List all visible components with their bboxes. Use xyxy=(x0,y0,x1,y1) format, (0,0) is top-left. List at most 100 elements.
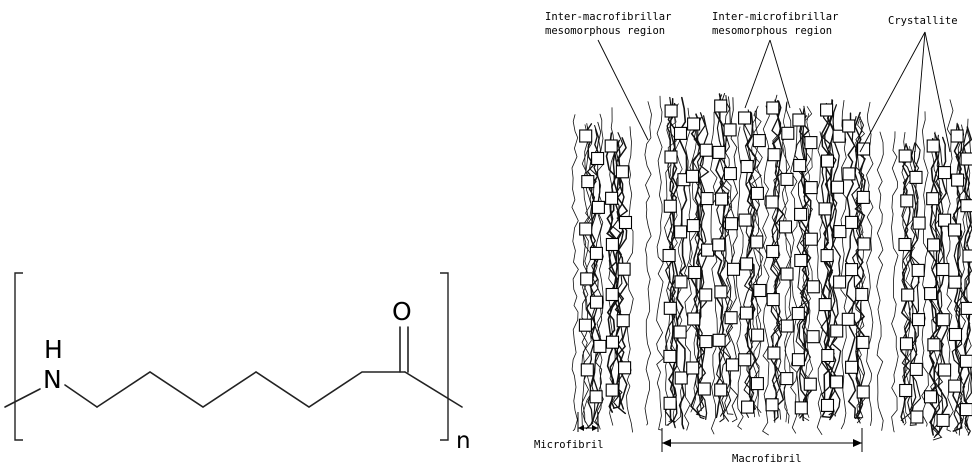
fibril-strand xyxy=(753,105,764,417)
crystallite xyxy=(820,103,834,117)
crystallite xyxy=(739,306,753,320)
crystallite xyxy=(738,353,752,367)
crystallite xyxy=(959,354,972,368)
crystallite xyxy=(793,158,807,173)
crystallite xyxy=(845,360,859,374)
crystallite xyxy=(685,169,700,183)
fibril-strand xyxy=(644,101,652,426)
fibril-strand xyxy=(840,100,848,430)
fibril-strand xyxy=(710,111,718,435)
crystallite xyxy=(804,181,818,195)
crystallite xyxy=(820,398,835,412)
bond-n-c1 xyxy=(64,384,98,408)
crystallite xyxy=(780,319,794,333)
crystallite xyxy=(687,117,701,131)
pointer-crystallite-c xyxy=(924,31,951,153)
crystallite xyxy=(579,222,593,236)
crystallite xyxy=(842,167,856,181)
crystallite xyxy=(714,285,728,299)
fibril-strand xyxy=(820,103,831,413)
fibril-strand xyxy=(794,108,806,417)
crystallite xyxy=(579,129,593,143)
crystallite xyxy=(898,237,912,252)
crystallite xyxy=(818,298,832,312)
crystallite xyxy=(791,306,805,321)
crystallite xyxy=(663,199,677,213)
fibril-strand xyxy=(891,131,899,433)
fibril-strand xyxy=(781,102,792,423)
crystallite xyxy=(699,335,713,349)
crystallite xyxy=(900,194,914,208)
crystallite xyxy=(726,262,741,276)
crystallite xyxy=(841,312,855,326)
fibril-strand xyxy=(803,113,814,418)
macrofibril-dimension xyxy=(661,428,863,452)
crystallite xyxy=(752,134,766,148)
crystallite xyxy=(738,111,752,125)
crystallite xyxy=(923,390,938,404)
crystallite xyxy=(856,385,870,399)
crystallite xyxy=(830,324,844,338)
crystallite xyxy=(901,288,915,302)
crystallite xyxy=(936,262,950,277)
crystallite xyxy=(580,363,594,377)
crystallite xyxy=(686,219,700,233)
crystallite xyxy=(664,104,678,118)
crystallite xyxy=(821,348,835,363)
crystallite xyxy=(936,313,950,327)
crystallite xyxy=(909,362,923,376)
fibril-strand xyxy=(855,120,866,424)
fibril-strand xyxy=(571,114,579,431)
crystallite xyxy=(962,249,972,263)
fibril-strand xyxy=(937,136,949,435)
fibril-strand xyxy=(736,126,744,430)
crystallite xyxy=(845,215,859,229)
crystallite xyxy=(741,400,755,414)
crystallite xyxy=(591,200,605,214)
crystallite xyxy=(857,237,871,251)
crystallite xyxy=(715,192,729,206)
crystallite xyxy=(766,244,780,259)
crystallite xyxy=(605,237,619,252)
right-bracket xyxy=(440,272,449,441)
crystallite xyxy=(673,325,687,339)
crystallite xyxy=(723,123,737,137)
crystallite xyxy=(750,186,764,200)
label-microfibril: Microfibril xyxy=(534,439,604,451)
crystallite xyxy=(674,275,688,289)
crystallite xyxy=(605,335,620,349)
crystallite xyxy=(830,180,845,194)
crystallite xyxy=(738,213,752,227)
crystallite xyxy=(938,213,952,227)
crystallite xyxy=(948,379,962,393)
crystallite xyxy=(960,301,972,315)
crystallite xyxy=(960,152,972,166)
crystallite xyxy=(948,275,962,289)
crystallite xyxy=(581,175,595,189)
crystallite xyxy=(712,333,726,347)
crystallite xyxy=(663,301,677,315)
crystallite xyxy=(700,192,714,206)
crystallite xyxy=(778,220,793,234)
crystallite xyxy=(589,295,604,309)
crystallite xyxy=(740,159,754,174)
crystallite xyxy=(673,126,688,140)
crystallite xyxy=(699,143,713,157)
crystallite xyxy=(589,246,603,260)
crystallite xyxy=(792,113,806,127)
fibril-strand xyxy=(826,99,838,419)
microfibril-dimension xyxy=(577,412,599,432)
crystallite xyxy=(767,346,781,360)
repeat-count: n xyxy=(456,428,471,454)
crystallite xyxy=(794,253,808,268)
crystallite xyxy=(766,101,780,115)
crystallite xyxy=(686,361,700,375)
crystallite xyxy=(688,265,702,280)
crystallite xyxy=(750,235,764,249)
fibril-strand xyxy=(900,143,912,424)
label-pointers xyxy=(597,31,951,153)
crystallite xyxy=(899,337,914,351)
left-bracket xyxy=(14,272,23,441)
fibril-strand xyxy=(762,105,770,436)
